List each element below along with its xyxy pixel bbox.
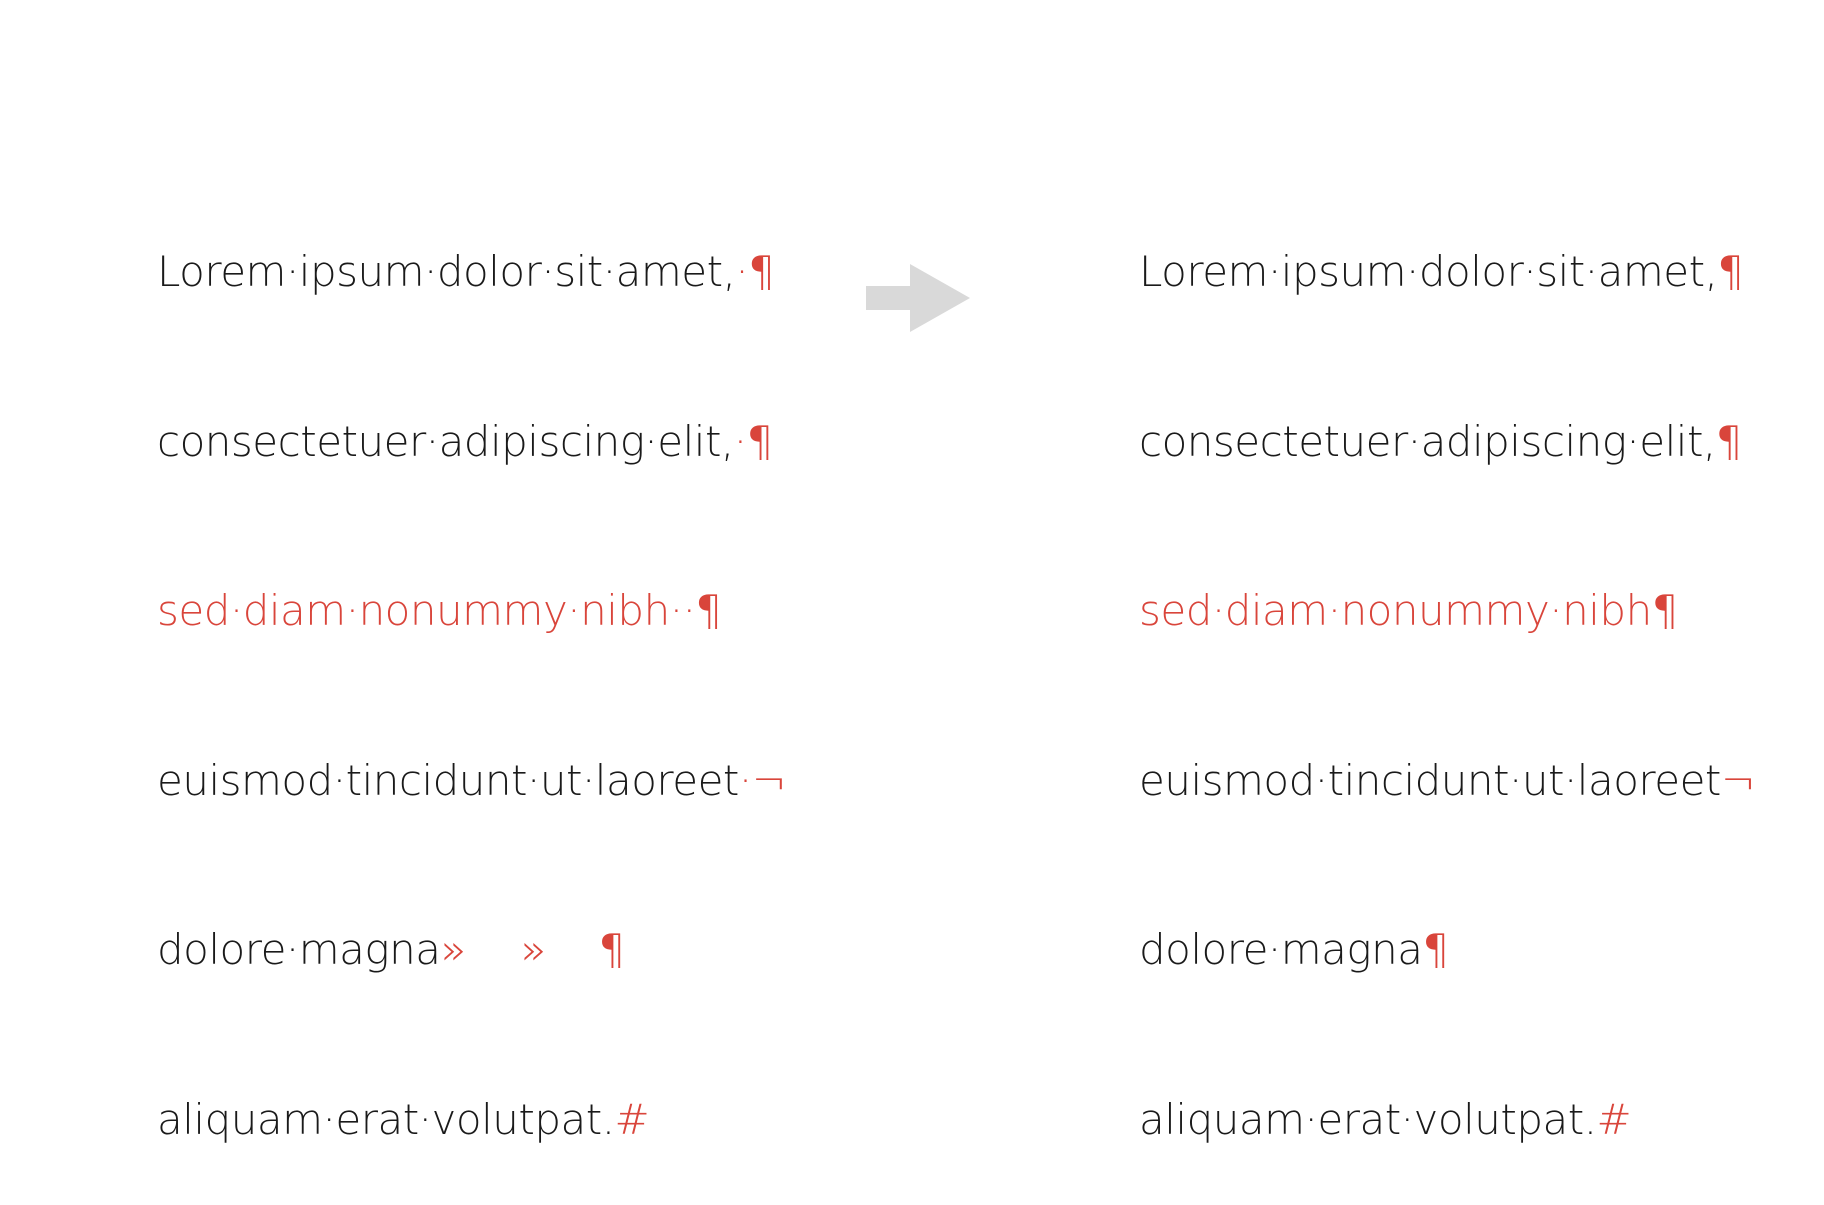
tab-marker: » [440, 925, 466, 974]
line-text: sed·diam·nonummy·nibh [157, 586, 670, 635]
line-text: sed·diam·nonummy·nibh [1139, 586, 1652, 635]
line-text: Lorem·ipsum·dolor·sit·amet, [1139, 247, 1718, 296]
invisible-char-marker: ¶ [1715, 416, 1743, 466]
invisible-char-marker: ·¶ [735, 247, 775, 296]
text-line: dolore·magna¶ [1139, 922, 1756, 979]
line-text: aliquam·erat·volutpat. [157, 1094, 615, 1144]
invisible-char-marker: ·¬ [738, 755, 787, 805]
text-line: dolore·magna»»¶ [157, 922, 786, 979]
invisible-char-marker: ·¶ [733, 416, 774, 466]
text-line: consectetuer·adipiscing·elit,¶ [1139, 414, 1756, 471]
text-line-highlighted: sed·diam·nonummy·nibh··¶ [157, 583, 786, 640]
line-text: Lorem·ipsum·dolor·sit·amet, [157, 247, 736, 296]
text-line: euismod·tincidunt·ut·laoreet·¬ [157, 753, 787, 810]
invisible-char-marker: ¬ [1720, 755, 1756, 805]
text-line: aliquam·erat·volutpat.# [157, 1092, 786, 1149]
text-panel-after: Lorem·ipsum·dolor·sit·amet,¶ consectetue… [1139, 131, 1756, 1205]
line-text: euismod·tincidunt·ut·laoreet [1139, 755, 1721, 805]
arrow-shape [866, 264, 970, 332]
invisible-char-marker: # [1596, 1094, 1632, 1144]
tab-marker: » [520, 925, 546, 974]
line-text: consectetuer·adipiscing·elit, [157, 416, 734, 466]
invisible-char-marker: ¶ [1422, 925, 1449, 974]
text-line: consectetuer·adipiscing·elit,·¶ [157, 414, 786, 471]
text-line-highlighted: sed·diam·nonummy·nibh¶ [1139, 583, 1756, 640]
invisible-char-marker: ¶ [598, 925, 625, 974]
line-text: consectetuer·adipiscing·elit, [1139, 416, 1716, 466]
invisible-char-marker: ¶ [1717, 247, 1744, 296]
invisible-char-marker: ¶ [1651, 586, 1679, 635]
text-line: euismod·tincidunt·ut·laoreet¬ [1139, 753, 1756, 810]
line-text: dolore·magna [1139, 925, 1423, 974]
line-text: euismod·tincidunt·ut·laoreet [157, 755, 739, 805]
text-line: Lorem·ipsum·dolor·sit·amet,¶ [1139, 244, 1756, 301]
invisible-char-marker: # [614, 1094, 650, 1144]
text-line: Lorem·ipsum·dolor·sit·amet,·¶ [157, 244, 786, 301]
right-arrow-icon [866, 264, 970, 332]
line-text: dolore·magna [157, 925, 441, 974]
invisible-char-marker: ··¶ [669, 586, 722, 635]
text-line: aliquam·erat·volutpat.# [1139, 1092, 1756, 1149]
line-text: aliquam·erat·volutpat. [1139, 1094, 1597, 1144]
text-panel-before: Lorem·ipsum·dolor·sit·amet,·¶ consectetu… [157, 131, 787, 1205]
